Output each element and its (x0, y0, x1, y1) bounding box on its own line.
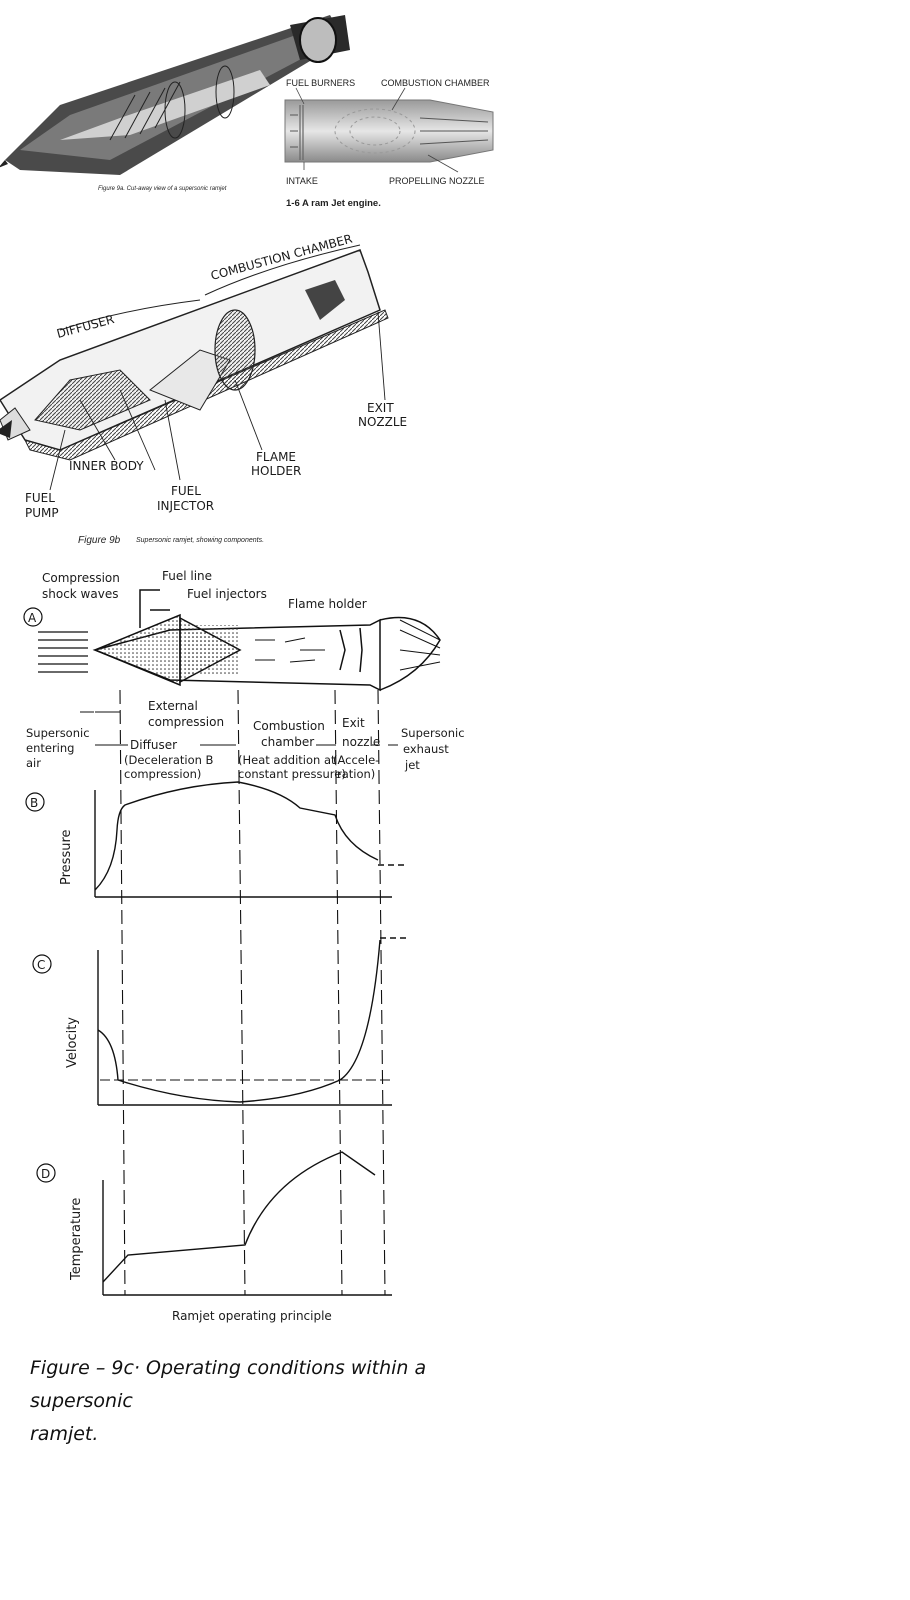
axis-label-pressure: Pressure (59, 829, 74, 885)
panel-d-letter: D (41, 1167, 50, 1181)
label-flame: FLAME (256, 450, 296, 464)
label-diffuser-9c: Diffuser (130, 738, 177, 752)
temperature-curve (102, 1151, 376, 1283)
fig-9b-caption-number: Figure 9b (78, 535, 121, 546)
panel-c-marker (32, 954, 52, 974)
label-holder: HOLDER (251, 464, 301, 478)
panel-d-marker (36, 1163, 56, 1183)
label-entering: entering (26, 741, 74, 755)
label-exit: EXIT (367, 401, 394, 415)
ram-jet-caption: 1-6 A ram Jet engine. (286, 198, 381, 209)
label-inner-body: INNER BODY (69, 459, 144, 473)
label-nozzle: NOZZLE (358, 415, 407, 429)
label-combustion-chamber: COMBUSTION CHAMBER (381, 78, 490, 88)
label-fuel-injector-1: FUEL (171, 484, 201, 498)
ram-jet-engine-diagram: FUEL BURNERS COMBUSTION CHAMBER INTAKE P… (284, 78, 494, 209)
label-injector: INJECTOR (157, 499, 214, 513)
principle-caption: Ramjet operating principle (172, 1309, 332, 1323)
label-constant-pressure: constant pressure) (238, 767, 346, 781)
label-accele: (Accele- (333, 753, 379, 767)
label-pump: PUMP (25, 506, 59, 520)
label-exhaust: exhaust (403, 742, 449, 756)
label-combustion: Combustion (253, 719, 325, 733)
label-fuel-line: Fuel line (162, 569, 212, 583)
velocity-curve (97, 939, 381, 1103)
label-compression-2: compression (148, 715, 224, 729)
fig-9c-caption-line-2: ramjet. (30, 1423, 99, 1445)
axis-label-temperature: Temperature (69, 1198, 84, 1281)
label-fuel-pump-1: FUEL (25, 491, 55, 505)
panel-a-marker (23, 607, 43, 627)
label-compression: Compression (42, 571, 120, 585)
cutaway-ramjet-illustration: Figure 9a. Cut-away view of a supersonic… (0, 15, 350, 192)
supersonic-ramjet-components-diagram: COMBUSTION CHAMBER DIFFUSER EXIT NOZZLE … (0, 232, 407, 546)
supersonic-inlet-lines (38, 631, 88, 673)
panel-b-letter: B (30, 796, 38, 810)
label-nozzle-9c: nozzle (342, 735, 380, 749)
label-ration: ration) (337, 767, 375, 781)
panel-a-letter: A (28, 611, 37, 625)
label-compression-3: compression) (124, 767, 201, 781)
label-shock-waves: shock waves (42, 587, 118, 601)
fig-9a-caption: Figure 9a. Cut-away view of a supersonic… (98, 186, 227, 192)
label-supersonic-in: Supersonic (26, 726, 90, 740)
flow-streaks (255, 637, 325, 663)
label-intake: INTAKE (286, 176, 318, 186)
fig-9c-caption: Figure – 9c· Operating conditions within… (30, 1352, 500, 1451)
label-supersonic-out: Supersonic (401, 726, 465, 740)
station-lines (119, 689, 386, 1296)
axis-label-velocity: Velocity (65, 1017, 80, 1068)
dimension-arrows (80, 711, 398, 746)
label-air: air (26, 756, 41, 770)
fig-9c-caption-line-1: Figure – 9c· Operating conditions within… (30, 1357, 427, 1412)
label-diffuser-9b: DIFFUSER (55, 312, 116, 341)
pressure-curve (94, 781, 379, 891)
panel-c-letter: C (37, 958, 45, 972)
label-heat-addition: (Heat addition at (238, 753, 336, 767)
panel-b-marker (25, 792, 45, 812)
ramjet-operating-conditions-diagram: A Compression shock waves Fuel line Fuel… (23, 569, 465, 1323)
label-fuel-burners: FUEL BURNERS (286, 78, 355, 88)
label-chamber: chamber (261, 735, 314, 749)
label-jet: jet (404, 758, 420, 772)
label-deceleration: (Deceleration B (124, 753, 214, 767)
panel-a-engine-schematic (38, 589, 441, 692)
label-propelling-nozzle: PROPELLING NOZZLE (389, 176, 485, 186)
label-exit-9c: Exit (342, 716, 365, 730)
label-external: External (148, 699, 198, 713)
label-fuel-injectors: Fuel injectors (187, 587, 267, 601)
label-flame-holder: Flame holder (288, 597, 367, 611)
fig-9b-caption-text: Supersonic ramjet, showing components. (136, 537, 264, 544)
